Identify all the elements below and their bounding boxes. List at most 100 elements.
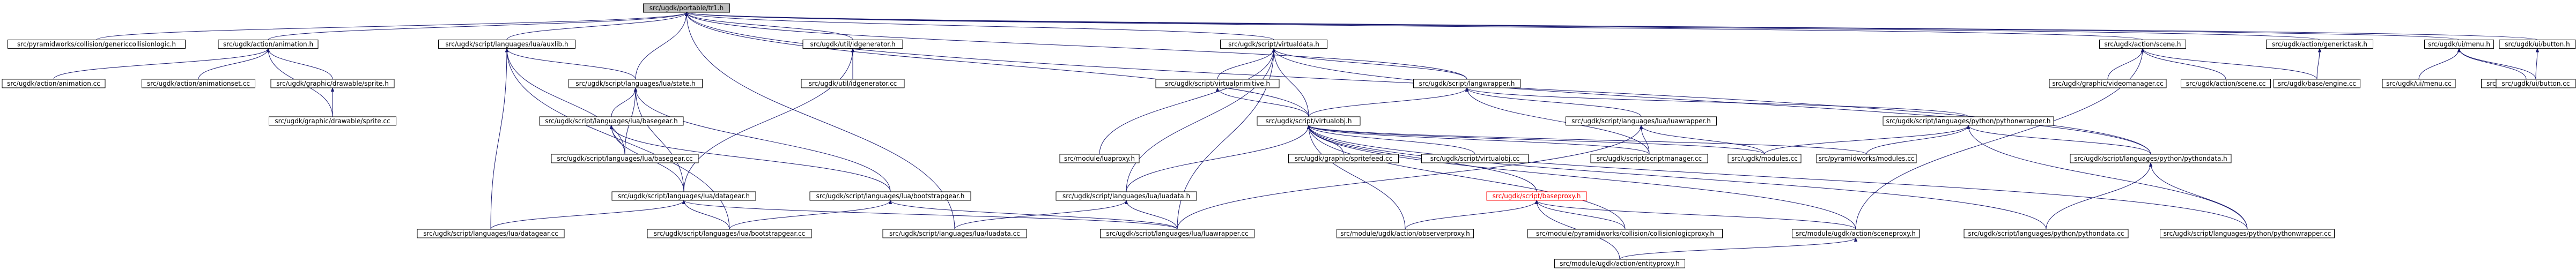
edge-vobj-h-to-langwrap-h: [1308, 87, 1467, 117]
edge-baseengine-cc-to-scene-h: [2143, 48, 2317, 80]
node-box: [2181, 79, 2271, 88]
node-luaproxy-h[interactable]: src/module/luaproxy.h: [1059, 154, 1140, 163]
node-datagear-h[interactable]: src/ugdk/script/languages/lua/datagear.h: [611, 191, 756, 201]
node-idgen-cc[interactable]: src/ugdk/util/idgenerator.cc: [801, 79, 905, 88]
node-clproxy-h[interactable]: src/module/pyramidworks/collision/collis…: [1527, 229, 1723, 238]
node-entproxy-h[interactable]: src/module/ugdk/action/entityproxy.h: [1554, 259, 1685, 268]
node-label: src/ugdk/ui/menu.cc: [2386, 80, 2452, 87]
node-box: [1728, 154, 1802, 163]
node-baseproxy-h[interactable]: src/ugdk/script/baseproxy.h: [1486, 191, 1587, 201]
node-luadata-cc[interactable]: src/ugdk/script/languages/lua/luadata.cc: [882, 229, 1027, 238]
node-pywrap-cc[interactable]: src/ugdk/script/languages/python/pythonw…: [2160, 229, 2335, 238]
node-vobj-h[interactable]: src/ugdk/script/virtualobj.h: [1257, 116, 1361, 126]
node-basegear-cc[interactable]: src/ugdk/script/languages/lua/basegear.c…: [551, 154, 699, 163]
node-drawsprite-h[interactable]: src/ugdk/graphic/drawable/sprite.h: [270, 79, 395, 88]
node-luastate-h[interactable]: src/ugdk/script/languages/lua/state.h: [569, 79, 703, 88]
node-label: src/ugdk/script/languages/lua/datagear.h: [618, 192, 750, 200]
node-audio-h[interactable]: src/ugdk/script/languages/lua/auxlib.h: [438, 39, 575, 49]
node-label: src/ugdk/action/animation.h: [223, 40, 313, 48]
node-uimenu-h[interactable]: src/ugdk/ui/menu.h: [2424, 39, 2494, 49]
edge-uimenu-h-to-root: [687, 12, 2460, 40]
node-box: [270, 79, 395, 88]
node-bootgear-cc[interactable]: src/ugdk/script/languages/lua/bootstrapg…: [647, 229, 812, 238]
node-spritefeed-cc[interactable]: src/ugdk/graphic/spritefeed.cc: [1288, 154, 1399, 163]
node-box: [1554, 259, 1685, 268]
node-box: [1413, 79, 1520, 88]
node-pydata-cc[interactable]: src/ugdk/script/languages/python/pythond…: [1964, 229, 2129, 238]
node-anim-h[interactable]: src/ugdk/action/animation.h: [218, 39, 319, 49]
node-basegear-h[interactable]: src/ugdk/script/languages/lua/basegear.h: [539, 116, 684, 126]
node-idgen-h[interactable]: src/ugdk/util/idgenerator.h: [802, 39, 903, 49]
node-box: [1486, 191, 1587, 201]
node-vobj-cc[interactable]: src/ugdk/script/virtualobj.cc: [1421, 154, 1529, 163]
edge-luawrap-cc-to-luawrap-h: [1177, 125, 1641, 229]
node-label: src/ugdk/script/languages/lua/luawrapper…: [1571, 117, 1711, 125]
node-sceneproxy-h[interactable]: src/module/ugdk/action/sceneproxy.h: [1792, 229, 1920, 238]
node-box: [438, 39, 575, 49]
node-obsproxy-h[interactable]: src/module/ugdk/action/observerproxy.h: [1337, 229, 1474, 238]
node-baseengine-cc[interactable]: src/ugdk/base/engine.cc: [2274, 79, 2360, 88]
node-modules-cc[interactable]: src/ugdk/modules.cc: [1728, 154, 1802, 163]
edge-datagear-cc-to-datagear-h: [490, 200, 684, 230]
node-drawsprite-cc[interactable]: src/ugdk/graphic/drawable/sprite.cc: [269, 116, 396, 126]
node-luawrap-h[interactable]: src/ugdk/script/languages/lua/luawrapper…: [1566, 116, 1717, 126]
edge-luastate-h-to-root: [635, 12, 687, 79]
node-box: [269, 116, 396, 126]
edge-modules-cc-to-pywrap-h: [1764, 125, 1968, 155]
edge-bootgear-cc-to-datagear-h: [684, 200, 730, 230]
node-langwrap-h[interactable]: src/ugdk/script/langwrapper.h: [1413, 79, 1520, 88]
node-luadata-h[interactable]: src/ugdk/script/languages/lua/luadata.h: [1056, 191, 1197, 201]
edge-pywrap-h-to-langwrap-h: [1467, 87, 1969, 117]
node-box: [1816, 154, 1917, 163]
edge-luadata-h-to-vdata-h: [1126, 48, 1274, 192]
node-box: [611, 191, 756, 201]
node-label: src/ugdk/script/languages/lua/datagear.c…: [423, 230, 558, 237]
node-box: [2496, 79, 2576, 88]
node-root[interactable]: src/ugdk/portable/tr1.h: [643, 3, 730, 13]
node-label: src/ugdk/script/languages/python/pythond…: [2074, 155, 2227, 162]
node-box: [417, 229, 565, 238]
node-label: src/ugdk/script/languages/lua/bootstrapg…: [816, 192, 965, 200]
node-anim-cc[interactable]: src/ugdk/action/animation.cc: [2, 79, 106, 88]
node-label: src/ugdk/script/baseproxy.h: [1493, 192, 1581, 200]
node-vdata-h[interactable]: src/ugdk/script/virtualdata.h: [1220, 39, 1327, 49]
node-label: src/ugdk/graphic/drawable/sprite.cc: [275, 117, 390, 125]
node-box: [1566, 116, 1717, 126]
edge-videomgr-cc-to-scene-h: [2107, 48, 2143, 79]
node-pydata-h[interactable]: src/ugdk/script/languages/python/pythond…: [2070, 154, 2232, 163]
node-datagear-cc[interactable]: src/ugdk/script/languages/lua/datagear.c…: [417, 229, 565, 238]
edge-uimenu-cc-to-uimenu-h: [2418, 48, 2459, 79]
node-label: src/ugdk/modules.cc: [1731, 155, 1798, 162]
node-box: [2274, 79, 2360, 88]
node-luawrap-cc[interactable]: src/ugdk/script/languages/lua/luawrapper…: [1100, 229, 1254, 238]
node-gtask-h[interactable]: src/ugdk/action/generictask.h: [2266, 39, 2373, 49]
node-uibtn-cc[interactable]: src/ugdk/ui/button.cc: [2496, 79, 2576, 88]
node-box: [218, 39, 319, 49]
node-pwmodules-cc[interactable]: src/pyramidworks/modules.cc: [1816, 154, 1917, 163]
edge-pywrap-cc-to-pydata-h: [2151, 163, 2248, 229]
edge-vprim-h-to-vdata-h: [1217, 48, 1274, 79]
node-scene-cc[interactable]: src/ugdk/action/scene.cc: [2181, 79, 2271, 88]
node-uibtn-h[interactable]: src/ugdk/ui/button.h: [2499, 39, 2576, 49]
edge-scriptmgr-cc-to-vobj-h: [1309, 125, 1650, 155]
node-animset-cc[interactable]: src/ugdk/action/animationset.cc: [142, 79, 255, 88]
node-label: src/ugdk/util/idgenerator.h: [810, 40, 896, 48]
node-gcl[interactable]: src/pyramidworks/collision/genericcollis…: [8, 39, 186, 49]
node-box: [539, 116, 684, 126]
node-label: src/ugdk/ui/button.h: [2505, 40, 2570, 48]
node-scene-h[interactable]: src/ugdk/action/scene.h: [2099, 39, 2186, 49]
edge-datagear-h-to-luastate-h: [636, 88, 684, 192]
node-label: src/ugdk/script/virtualobj.cc: [1430, 155, 1520, 162]
node-box: [2070, 154, 2232, 163]
node-vprim-h[interactable]: src/ugdk/script/virtualprimitive.h: [1155, 79, 1280, 88]
node-scriptmgr-cc[interactable]: src/ugdk/script/scriptmanager.cc: [1590, 154, 1708, 163]
edge-luawrap-h-to-langwrap-h: [1467, 87, 1642, 117]
edge-obsproxy-h-to-vobj-h: [1309, 125, 1406, 229]
node-videomgr-cc[interactable]: src/ugdk/graphic/videomanager.cc: [2049, 79, 2167, 88]
node-box: [1527, 229, 1723, 238]
node-bootgear-h[interactable]: src/ugdk/script/languages/lua/bootstrapg…: [809, 191, 971, 201]
node-label: src/ugdk/script/languages/lua/luawrapper…: [1106, 230, 1248, 237]
node-pywrap-h[interactable]: src/ugdk/script/languages/python/pythonw…: [1883, 116, 2054, 126]
node-uimenu-cc[interactable]: src/ugdk/ui/menu.cc: [2382, 79, 2456, 88]
edge-datagear-h-to-idgen-h: [683, 48, 853, 192]
